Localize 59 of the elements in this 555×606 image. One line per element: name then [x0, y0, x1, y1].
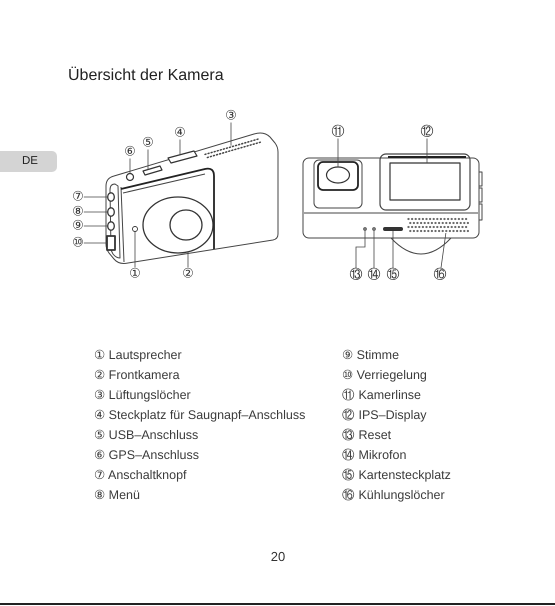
leader-line: [426, 138, 428, 164]
leader-line: [356, 230, 366, 269]
speaker-hole: [132, 226, 138, 232]
menu-button: [107, 207, 115, 217]
part-list-item: ⑮ Kartensteckplatz: [342, 468, 451, 483]
callout-number: ⑭: [368, 268, 380, 282]
mount-slot: [167, 150, 198, 164]
callout-number: ⑥: [124, 146, 136, 158]
part-list-item: ⑫ IPS–Display: [342, 408, 427, 423]
leader-line: [83, 196, 108, 198]
page-number: 20: [270, 549, 286, 564]
card-slot: [383, 227, 403, 231]
callout-number: ⑬: [350, 268, 362, 282]
usb-port: [142, 165, 163, 176]
callout-number: ②: [182, 268, 194, 280]
part-list-item: ⑧ Menü: [94, 488, 140, 503]
part-list-item: ⑯ Kühlungslöcher: [342, 488, 445, 503]
callout-number: ①: [129, 268, 141, 280]
callout-number: ⑯: [434, 268, 446, 282]
callout-number: ⑧: [72, 206, 84, 218]
lock-switch: [106, 235, 116, 251]
camera-lens: [142, 196, 214, 254]
part-list-item: ⑬ Reset: [342, 428, 392, 443]
callout-number: ⑨: [72, 220, 84, 232]
gps-port: [126, 172, 134, 182]
display-screen: [389, 162, 461, 201]
microphone-hole: [372, 227, 376, 231]
part-list-item: ⑨ Stimme: [342, 348, 400, 363]
part-list-item: ④ Steckplatz für Saugnapf–Anschluss: [94, 408, 306, 423]
leader-line: [230, 122, 232, 146]
callout-number: ⑫: [420, 126, 434, 138]
callout-number: ⑦: [72, 190, 84, 204]
power-button: [107, 192, 115, 202]
callout-number: ⑩: [72, 236, 84, 250]
part-list-item: ⑥ GPS–Anschluss: [94, 448, 199, 463]
callout-number: ④: [174, 126, 186, 140]
reset-hole: [363, 227, 367, 231]
title: Übersicht der Kamera: [68, 66, 224, 85]
callout-number: ⑮: [386, 268, 400, 282]
rear-lens: [326, 166, 350, 184]
part-list-item: ① Lautsprecher: [94, 348, 182, 363]
part-list-item: ⑤ USB–Anschluss: [94, 428, 198, 443]
cooling-holes: [407, 218, 470, 232]
part-list-item: ⑩ Verriegelung: [342, 368, 427, 383]
part-list-item: ⑭ Mikrofon: [342, 448, 406, 463]
language-tab: DE: [0, 151, 57, 172]
vent-holes: [204, 138, 262, 158]
leader-line: [392, 230, 394, 269]
callout-number: ⑪: [332, 126, 344, 138]
part-list-item: ⑦ Anschaltknopf: [94, 468, 187, 483]
callout-number: ③: [225, 110, 237, 122]
part-list-item: ③ Lüftungslöcher: [94, 388, 191, 403]
voice-button: [107, 221, 115, 231]
leader-line: [440, 232, 446, 269]
leader-line: [134, 231, 136, 268]
part-list-item: ⑪ Kamerlinse: [342, 388, 421, 403]
callout-number: ⑤: [142, 136, 154, 150]
part-list-item: ② Frontkamera: [94, 368, 180, 383]
leader-line: [83, 242, 108, 244]
